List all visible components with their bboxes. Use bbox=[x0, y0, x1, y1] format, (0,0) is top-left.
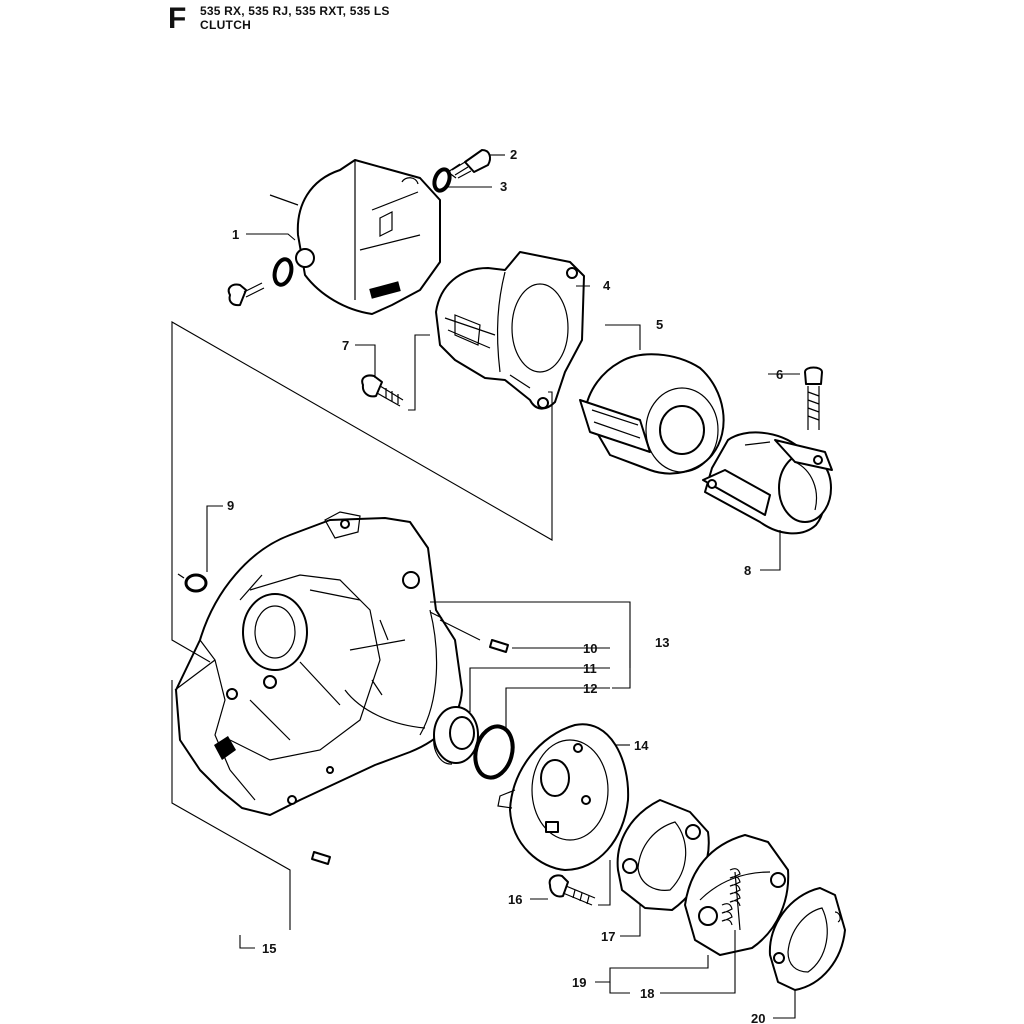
callout-7: 7 bbox=[342, 338, 349, 353]
part-19-clutch-shoe-assembly[interactable] bbox=[684, 834, 790, 956]
part-2-screw[interactable] bbox=[447, 149, 491, 179]
callout-1: 1 bbox=[232, 227, 239, 242]
part-14-clutch-drum[interactable] bbox=[497, 723, 630, 871]
part-20-clutch-plate[interactable] bbox=[768, 887, 846, 991]
part-18-clutch-spring[interactable] bbox=[721, 868, 741, 926]
callout-13: 13 bbox=[655, 635, 669, 650]
part-16-shoulder-screw[interactable] bbox=[548, 874, 596, 906]
callout-8: 8 bbox=[744, 563, 751, 578]
part-17-washer-plate[interactable] bbox=[616, 799, 710, 911]
callout-3: 3 bbox=[500, 179, 507, 194]
callout-numbers: 1 2 3 4 5 6 7 8 9 10 11 12 13 14 15 16 1… bbox=[227, 147, 783, 1024]
assembly-title: CLUTCH bbox=[200, 18, 252, 32]
callout-11: 11 bbox=[583, 661, 597, 676]
part-3-o-ring[interactable] bbox=[432, 167, 453, 193]
crankcase-half[interactable] bbox=[174, 511, 463, 816]
callout-18: 18 bbox=[640, 986, 654, 1001]
callout-14: 14 bbox=[634, 738, 649, 753]
callout-20: 20 bbox=[751, 1011, 765, 1024]
callout-4: 4 bbox=[603, 278, 611, 293]
callout-15: 15 bbox=[262, 941, 276, 956]
part-11-bearing[interactable] bbox=[433, 706, 479, 765]
part-10-pin[interactable] bbox=[489, 639, 509, 653]
callout-5: 5 bbox=[656, 317, 663, 332]
part-4-flange-housing[interactable] bbox=[435, 251, 585, 410]
part-6-clamp-screw[interactable] bbox=[804, 366, 823, 431]
part-2-screw-lower[interactable] bbox=[227, 282, 265, 307]
section-letter: F bbox=[168, 2, 187, 35]
part-3-o-ring-lower[interactable] bbox=[272, 257, 294, 287]
part-8-clamp[interactable] bbox=[702, 431, 833, 535]
callout-9: 9 bbox=[227, 498, 234, 513]
page-header: F 535 RX, 535 RJ, 535 RXT, 535 LS CLUTCH bbox=[0, 0, 400, 40]
part-1-clutch-cover[interactable] bbox=[269, 159, 441, 315]
part-5-damper-sleeve[interactable] bbox=[579, 353, 725, 475]
part-7-screw[interactable] bbox=[361, 374, 404, 407]
callout-2: 2 bbox=[510, 147, 517, 162]
pin-lower[interactable] bbox=[311, 851, 331, 865]
callout-19: 19 bbox=[572, 975, 586, 990]
callout-12: 12 bbox=[583, 681, 597, 696]
callout-10: 10 bbox=[583, 641, 597, 656]
model-list: 535 RX, 535 RJ, 535 RXT, 535 LS bbox=[200, 4, 390, 18]
callout-17: 17 bbox=[601, 929, 615, 944]
part-12-retaining-ring[interactable] bbox=[470, 722, 518, 782]
part-9-circlip[interactable] bbox=[177, 573, 208, 593]
callout-16: 16 bbox=[508, 892, 522, 907]
leader-lines bbox=[171, 154, 800, 1019]
callout-6: 6 bbox=[776, 367, 783, 382]
